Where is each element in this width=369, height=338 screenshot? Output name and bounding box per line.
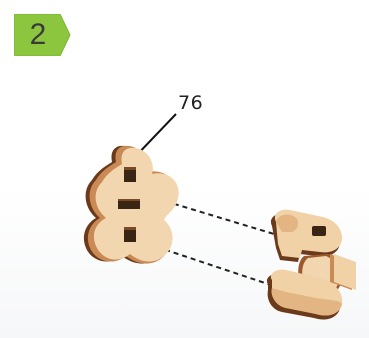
part-76-plate bbox=[83, 145, 179, 264]
plate-slot-top bbox=[124, 167, 136, 182]
hinge-pivot-hole bbox=[312, 226, 326, 236]
guide-line-lower bbox=[147, 243, 275, 287]
step-badge-shape bbox=[14, 14, 71, 56]
plate-slot-bottom bbox=[124, 227, 136, 242]
hinge-assembly bbox=[266, 209, 356, 320]
plate-slot-middle bbox=[118, 199, 140, 209]
part-number-label: 76 bbox=[178, 92, 204, 114]
step-number: 2 bbox=[29, 18, 47, 51]
step-badge: 2 bbox=[14, 14, 72, 56]
